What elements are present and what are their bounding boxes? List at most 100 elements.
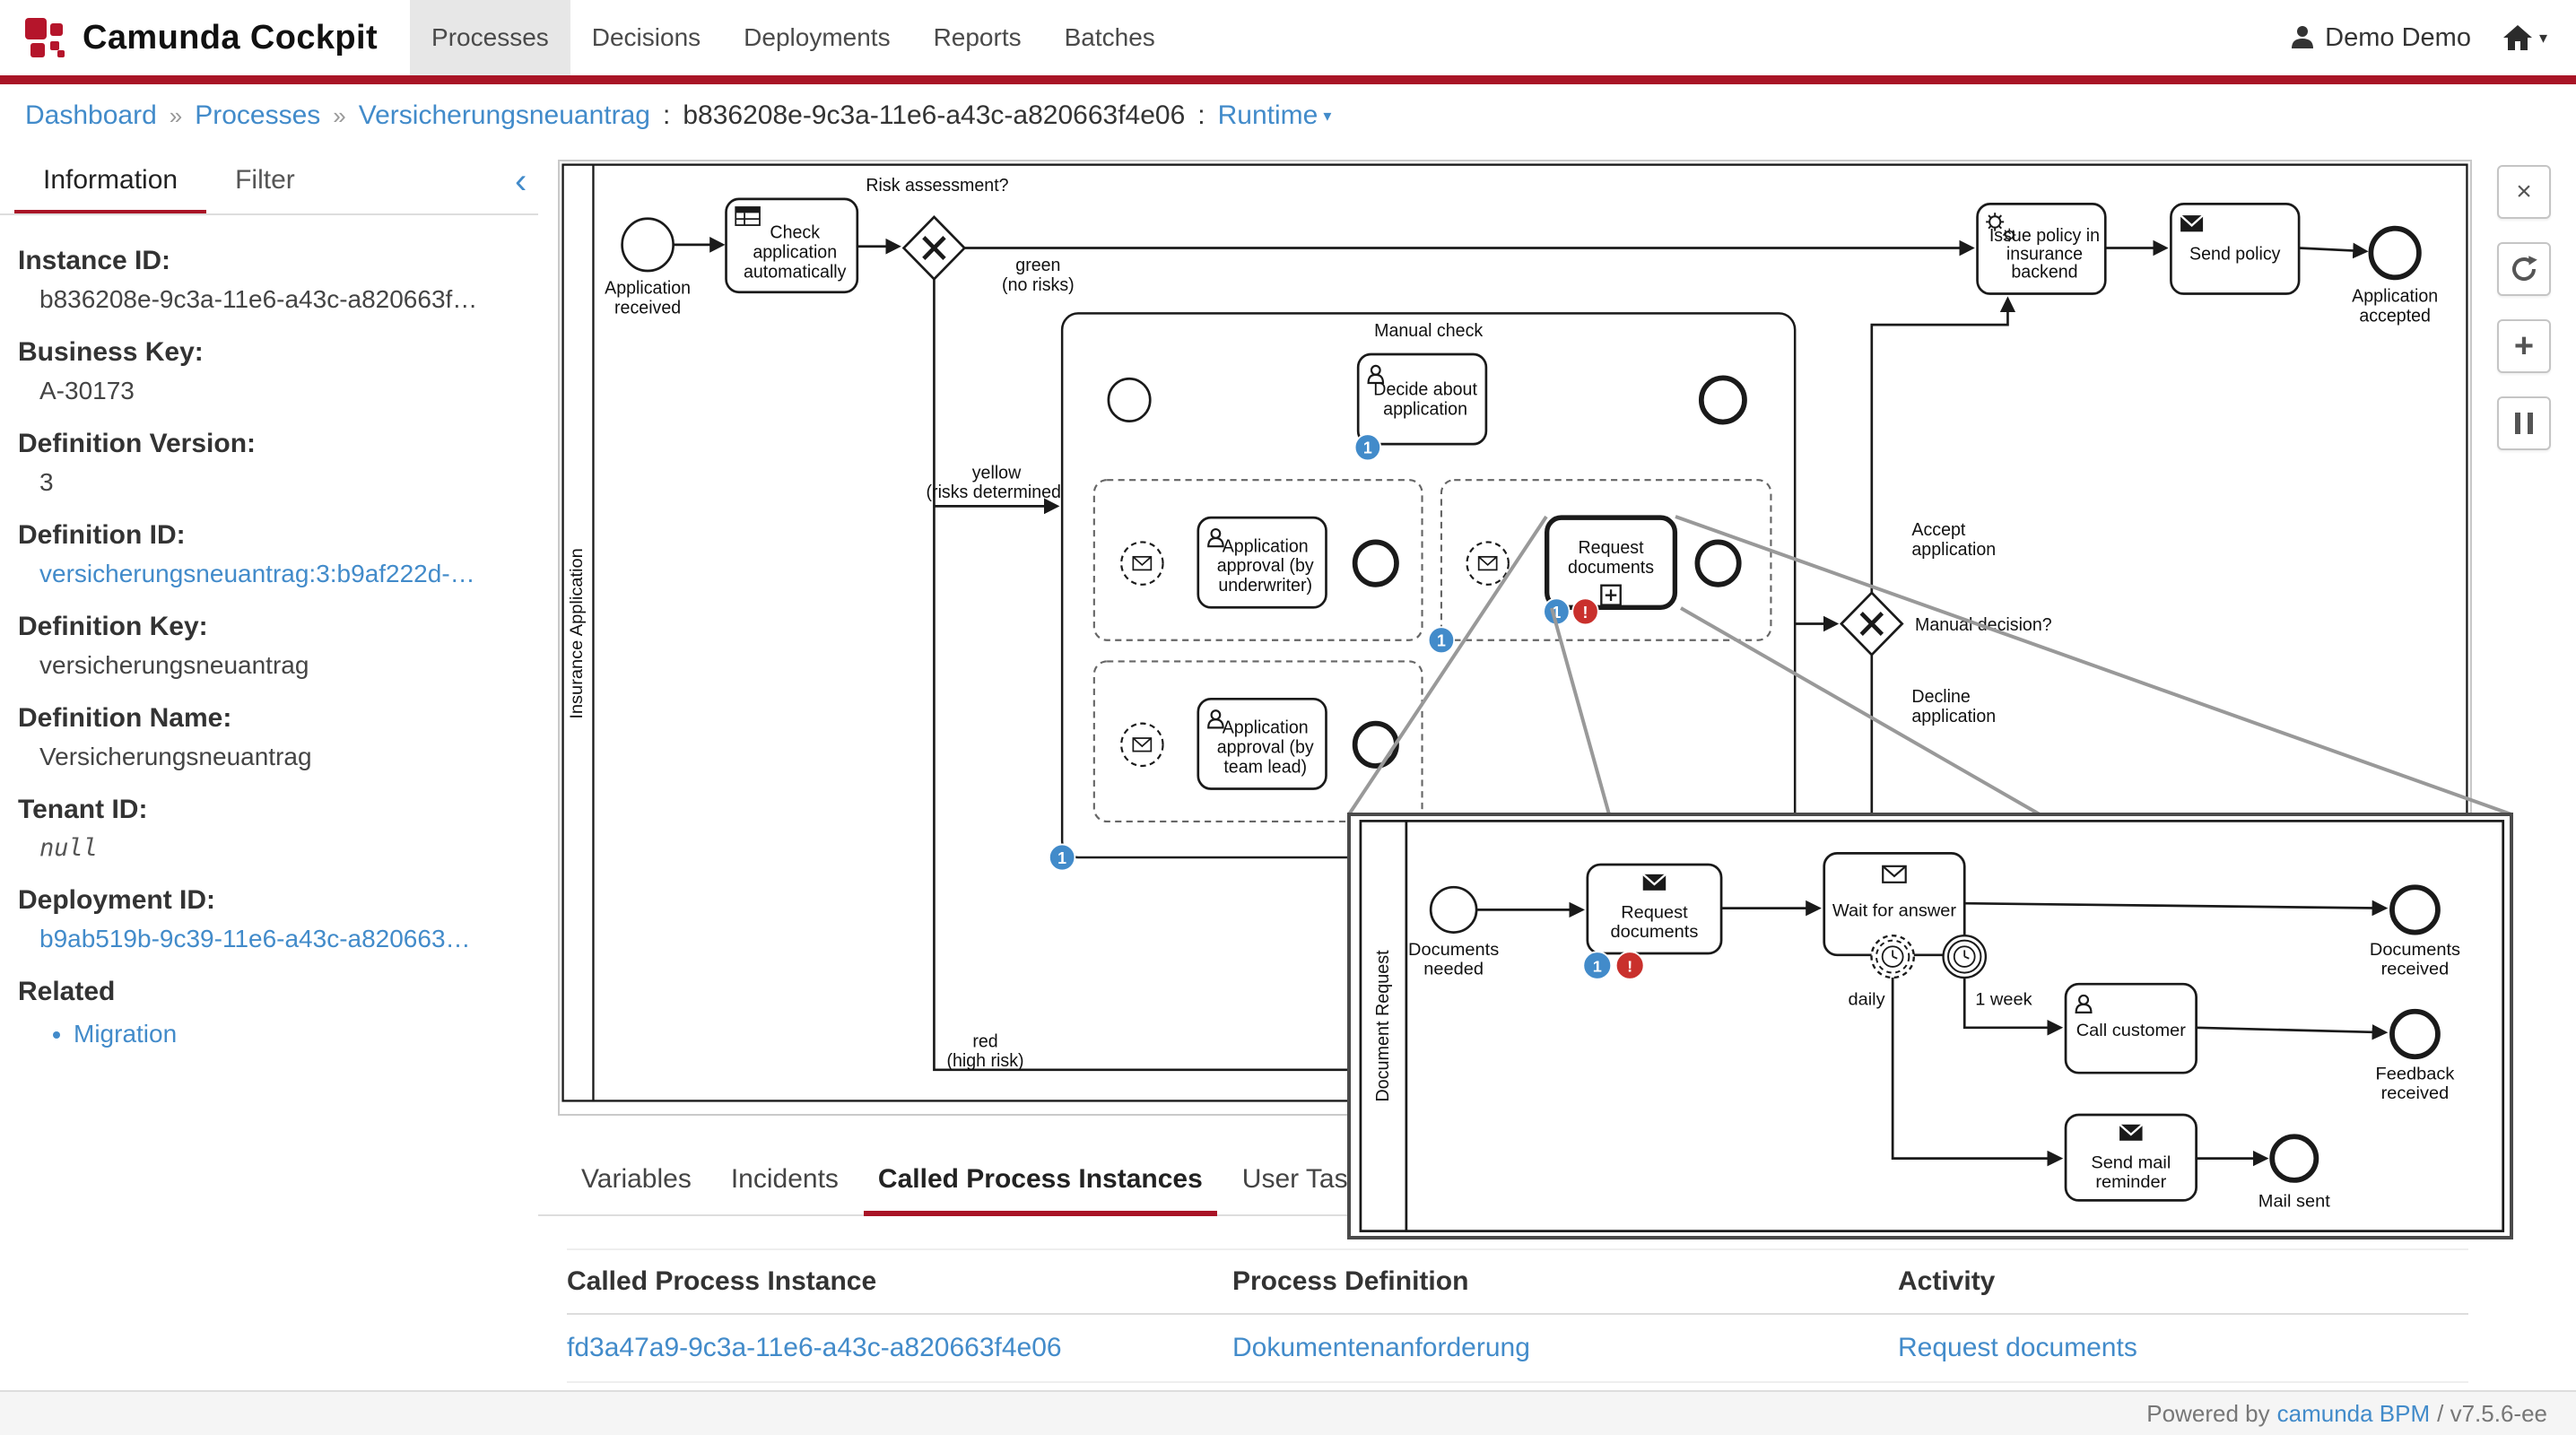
top-navbar: Camunda Cockpit Processes Decisions Depl… <box>0 0 2576 75</box>
nav-batches[interactable]: Batches <box>1064 23 1155 51</box>
nav-processes[interactable]: Processes <box>410 0 570 75</box>
migration-link[interactable]: Migration <box>74 1020 178 1048</box>
bpmn-label: Request <box>1578 538 1644 558</box>
breadcrumb-definition[interactable]: Versicherungsneuantrag <box>358 100 650 130</box>
task-decide-about-application[interactable] <box>1356 352 1488 446</box>
boundary-timer-one-week[interactable] <box>1942 935 1988 979</box>
pool-label: Insurance Application <box>567 548 587 718</box>
tab-called-process-instances[interactable]: Called Process Instances <box>863 1150 1217 1216</box>
person-icon <box>2292 26 2314 48</box>
task-approval-underwriter[interactable] <box>1197 516 1327 609</box>
bpmn-label: documents <box>1611 922 1699 942</box>
footer: Powered by camunda BPM / v7.5.6-ee <box>0 1390 2576 1435</box>
detail-tabs: Variables Incidents Called Process Insta… <box>538 1150 2493 1216</box>
task-request-documents[interactable] <box>1586 863 1723 955</box>
breadcrumb-view-dropdown[interactable]: Runtime ▾ <box>1217 100 1332 130</box>
bpmn-label: (risks determined) <box>927 483 1067 502</box>
breadcrumb-processes[interactable]: Processes <box>195 100 321 130</box>
breadcrumb-separator-icon: » <box>333 101 346 129</box>
incident-badge <box>1614 951 1645 980</box>
home-menu[interactable]: ▾ <box>2502 25 2547 50</box>
bpmn-label: (no risks) <box>1002 275 1075 295</box>
user-menu[interactable]: Demo Demo <box>2291 23 2471 53</box>
start-event-documents-needed[interactable] <box>1429 885 1478 934</box>
end-event[interactable] <box>1352 539 1399 587</box>
end-event[interactable] <box>1352 720 1399 769</box>
activity-link[interactable]: Request documents <box>1898 1333 2137 1362</box>
end-event-manual-check[interactable] <box>1698 375 1747 425</box>
message-start-event[interactable] <box>1466 541 1510 586</box>
navbar-right: Demo Demo ▾ <box>2291 23 2547 53</box>
end-event-application-accepted[interactable] <box>2368 225 2422 281</box>
bpmn-label: reminder <box>2095 1172 2166 1192</box>
bpmn-label: application <box>753 242 837 262</box>
brand-title: Camunda Cockpit <box>83 18 379 57</box>
end-event-feedback-received[interactable] <box>2389 1008 2441 1060</box>
end-event[interactable] <box>1694 539 1742 587</box>
bpmn-label: received <box>2381 1083 2450 1103</box>
field-value-definition-id-link[interactable]: versicherungsneuantrag:3:b9af222d-… <box>39 560 475 587</box>
badge-text: 1 <box>1057 849 1066 867</box>
field-value-deployment-id-link[interactable]: b9ab519b-9c39-11e6-a43c-a820663… <box>39 925 471 952</box>
nav-deployments[interactable]: Deployments <box>744 23 891 51</box>
user-name: Demo Demo <box>2325 22 2471 52</box>
add-button[interactable]: + <box>2497 319 2551 373</box>
home-icon <box>2502 25 2532 50</box>
badge-text: ! <box>1627 958 1632 976</box>
bpmn-label: insurance <box>2006 244 2083 264</box>
bpmn-label: yellow <box>972 463 1022 483</box>
task-send-mail-reminder[interactable] <box>2064 1113 2197 1202</box>
start-event-application-received[interactable] <box>621 217 674 273</box>
field-value-instance-id: b836208e-9c3a-11e6-a43c-a820663f… <box>39 285 478 313</box>
badge-text: 1 <box>1437 631 1446 649</box>
bpmn-label: Feedback <box>2376 1064 2455 1083</box>
process-definition-link[interactable]: Dokumentenanforderung <box>1232 1333 1530 1362</box>
bpmn-label: Manual decision? <box>1915 615 2052 635</box>
xor-marker <box>922 236 946 261</box>
task-approval-teamlead[interactable] <box>1197 697 1327 790</box>
badge-text: 1 <box>1552 604 1561 622</box>
end-event-mail-sent[interactable] <box>2269 1134 2319 1183</box>
field-label-definition-key: Definition Key: <box>18 612 208 641</box>
tab-filter[interactable]: Filter <box>235 165 295 195</box>
nav-reports[interactable]: Reports <box>933 23 1022 51</box>
breadcrumb-dashboard[interactable]: Dashboard <box>25 100 157 130</box>
bpmn-label: application <box>1383 399 1467 419</box>
badge-text: 1 <box>1593 958 1602 976</box>
related-label: Related <box>18 977 116 1006</box>
powered-by-text: Powered by <box>2146 1399 2270 1427</box>
camunda-bpm-link[interactable]: camunda BPM <box>2276 1399 2431 1427</box>
nav-decisions[interactable]: Decisions <box>591 23 701 51</box>
bpmn-label: green <box>1015 256 1060 275</box>
callout-window-document-request[interactable]: Document Request Documents needed Reques… <box>1347 813 2513 1239</box>
task-call-customer[interactable] <box>2064 982 2197 1074</box>
message-start-event[interactable] <box>1120 722 1164 768</box>
badge-text: 1 <box>1363 439 1372 457</box>
end-event-documents-received[interactable] <box>2389 884 2441 935</box>
cancel-instance-button[interactable]: × <box>2497 165 2551 219</box>
event-subprocess-teamlead <box>1092 660 1423 823</box>
breadcrumb: Dashboard » Processes » Versicherungsneu… <box>0 84 2576 147</box>
refresh-button[interactable] <box>2497 242 2551 296</box>
tab-variables[interactable]: Variables <box>581 1164 692 1194</box>
tab-incidents[interactable]: Incidents <box>730 1164 839 1194</box>
sidebar-collapse-button[interactable]: ‹ <box>515 161 527 201</box>
close-icon: × <box>2516 177 2532 206</box>
start-event-manual-check[interactable] <box>1107 377 1152 423</box>
main-nav: Processes Decisions Deployments Reports … <box>410 0 1177 75</box>
send-task-icon <box>2179 213 2205 233</box>
suspend-button[interactable] <box>2497 396 2551 450</box>
called-instance-link[interactable]: fd3a47a9-9c3a-11e6-a43c-a820663f4e06 <box>567 1333 1062 1362</box>
brand[interactable]: Camunda Cockpit <box>22 14 378 61</box>
send-task-icon <box>2118 1123 2144 1142</box>
task-issue-policy[interactable] <box>1976 202 2107 295</box>
boundary-timer-daily[interactable] <box>1870 935 1915 979</box>
bpmn-label: approval (by <box>1217 737 1314 757</box>
bpmn-label: Call customer <box>2076 1021 2187 1040</box>
breadcrumb-colon: : <box>1197 100 1205 130</box>
bpmn-label: Accept <box>1911 520 1965 540</box>
bpmn-label: Application <box>2352 286 2438 306</box>
tab-information[interactable]: Information <box>14 147 207 213</box>
main-area: Insurance Application <box>538 147 2576 1392</box>
message-start-event[interactable] <box>1120 541 1164 586</box>
